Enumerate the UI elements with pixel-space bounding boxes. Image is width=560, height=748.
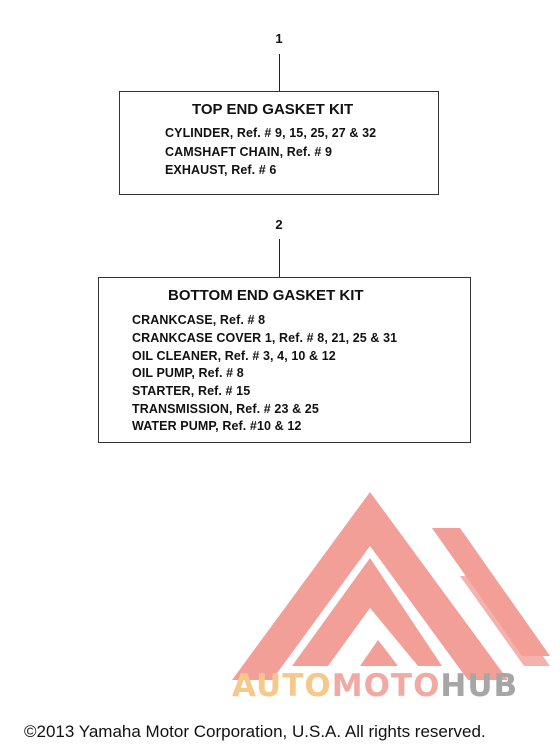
brand-part-moto: MOTO (331, 668, 441, 704)
bottom-end-item: OIL CLEANER, Ref. # 3, 4, 10 & 12 (132, 349, 336, 363)
automotohub-logo-mark (228, 488, 552, 700)
copyright-notice: ©2013 Yamaha Motor Corporation, U.S.A. A… (24, 722, 486, 741)
bottom-end-item: STARTER, Ref. # 15 (132, 384, 251, 398)
leader-line-2 (279, 239, 280, 277)
bottom-end-item: WATER PUMP, Ref. #10 & 12 (132, 419, 302, 433)
top-end-kit-title: TOP END GASKET KIT (192, 101, 354, 118)
automotohub-brand-text: AUTOMOTOHUB (232, 668, 518, 704)
top-end-item: EXHAUST, Ref. # 6 (165, 163, 277, 177)
bottom-end-item: OIL PUMP, Ref. # 8 (132, 366, 244, 380)
brand-part-hub: HUB (440, 668, 519, 704)
callout-number-1: 1 (275, 31, 283, 46)
bottom-end-item: CRANKCASE, Ref. # 8 (132, 313, 266, 327)
bottom-end-item: CRANKCASE COVER 1, Ref. # 8, 21, 25 & 31 (132, 331, 398, 345)
top-end-item: CYLINDER, Ref. # 9, 15, 25, 27 & 32 (165, 126, 377, 140)
bottom-end-kit-title: BOTTOM END GASKET KIT (168, 287, 364, 304)
leader-line-1 (279, 54, 280, 91)
bottom-end-item: TRANSMISSION, Ref. # 23 & 25 (132, 402, 319, 416)
top-end-gasket-kit-box: TOP END GASKET KIT CYLINDER, Ref. # 9, 1… (119, 91, 439, 195)
top-end-item: CAMSHAFT CHAIN, Ref. # 9 (165, 145, 332, 159)
bottom-end-gasket-kit-box: BOTTOM END GASKET KIT CRANKCASE, Ref. # … (98, 277, 471, 443)
brand-part-auto: AUTO (232, 668, 332, 704)
callout-number-2: 2 (275, 217, 283, 232)
